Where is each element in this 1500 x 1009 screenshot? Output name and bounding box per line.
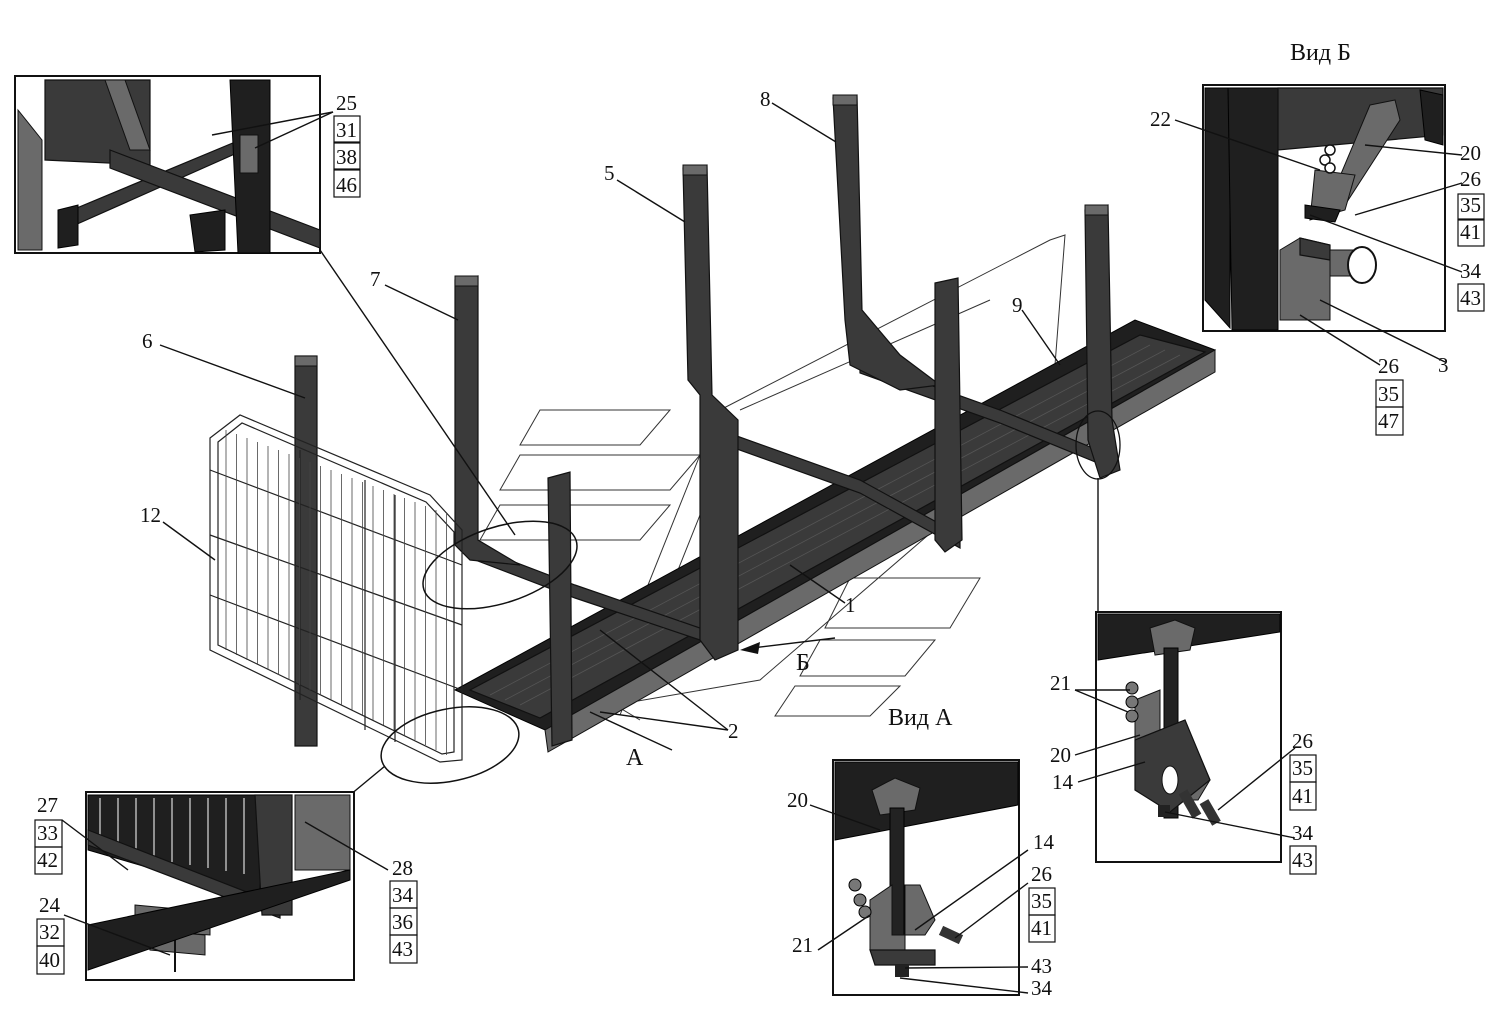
inset-bottom-left-callouts: 27 33 42 24 32 40 28 34 36 43 (34, 793, 418, 975)
callout-34: 34 (1292, 821, 1314, 845)
inset-right (1074, 611, 1296, 863)
callout-43: 43 (392, 937, 413, 961)
arrow-b-head (740, 642, 760, 654)
part-label-12: 12 (140, 503, 161, 527)
view-marker-b: Б (796, 650, 810, 676)
stake-8 (832, 94, 942, 391)
view-a-title: Вид А (888, 705, 953, 731)
link-ellipse-inset-topleft (319, 249, 516, 536)
callout-20: 20 (1460, 141, 1481, 165)
callout-14: 14 (1033, 830, 1055, 854)
detail-ellipse-lower (380, 706, 520, 784)
callout-25: 25 (336, 91, 357, 115)
part-label-1: 1 (845, 593, 856, 617)
part-label-9: 9 (1012, 293, 1023, 317)
leader-a (589, 711, 673, 751)
callout-34-upper: 34 (1460, 259, 1482, 283)
callout-26-upper: 26 (1460, 167, 1481, 191)
callout-26-lower: 26 (1378, 354, 1399, 378)
part-label-7: 7 (370, 267, 381, 291)
callout-35-upper: 35 (1460, 193, 1481, 217)
callout-40: 40 (39, 948, 60, 972)
callout-41-upper: 41 (1460, 220, 1481, 244)
callout-20: 20 (1050, 743, 1071, 767)
callout-35-lower: 35 (1378, 382, 1399, 406)
view-a-callouts: 20 21 14 26 35 41 43 34 (787, 788, 1056, 1000)
inset-bottom-left (61, 791, 389, 981)
stake-mid-right (934, 277, 963, 553)
leader-2a (599, 629, 729, 731)
stake-9 (1084, 204, 1121, 479)
callout-28: 28 (392, 856, 413, 880)
callout-14: 14 (1052, 770, 1074, 794)
callout-34: 34 (1031, 976, 1053, 1000)
leader-9 (1021, 309, 1061, 366)
callout-21: 21 (792, 933, 813, 957)
leader-b (751, 637, 836, 649)
callout-41: 41 (1292, 784, 1313, 808)
callout-38: 38 (336, 145, 357, 169)
part-label-5: 5 (604, 161, 615, 185)
callout-35: 35 (1031, 889, 1052, 913)
callout-21: 21 (1050, 671, 1071, 695)
callout-34: 34 (392, 883, 414, 907)
part-label-8: 8 (760, 87, 771, 111)
callout-24: 24 (39, 893, 61, 917)
leader-12 (162, 521, 216, 561)
callout-26: 26 (1031, 862, 1052, 886)
view-b-title: Вид Б (1290, 40, 1351, 66)
view-a-inset (809, 759, 1029, 996)
detail-ellipse-upper (422, 520, 578, 610)
stake-front-right (547, 471, 573, 747)
callout-47-lower: 47 (1378, 409, 1399, 433)
callout-43-upper: 43 (1460, 286, 1481, 310)
inset-right-callouts: 21 20 14 26 35 41 34 43 (1050, 671, 1317, 875)
inset-top-left (14, 75, 334, 254)
callout-20: 20 (787, 788, 808, 812)
inset-top-left-callouts: 25 31 38 46 (333, 91, 361, 198)
callout-43: 43 (1031, 954, 1052, 978)
part-label-6: 6 (142, 329, 153, 353)
leader-8 (771, 102, 837, 143)
view-b-callouts: 22 20 26 35 41 34 43 3 26 35 47 (1150, 107, 1485, 436)
callout-27: 27 (37, 793, 58, 817)
part-label-2: 2 (728, 719, 739, 743)
leader-5 (616, 179, 686, 223)
stake-5 (682, 164, 739, 661)
callout-32: 32 (39, 920, 60, 944)
leader-7 (384, 284, 459, 321)
callout-3: 3 (1438, 353, 1449, 377)
callout-35: 35 (1292, 756, 1313, 780)
callout-31: 31 (336, 118, 357, 142)
callout-42: 42 (37, 848, 58, 872)
stake-7 (454, 275, 521, 566)
callout-26: 26 (1292, 729, 1313, 753)
view-b-inset (1174, 84, 1463, 366)
view-marker-a: А (626, 745, 644, 771)
callout-41: 41 (1031, 916, 1052, 940)
callout-22: 22 (1150, 107, 1171, 131)
callout-36: 36 (392, 910, 413, 934)
callout-33: 33 (37, 821, 58, 845)
leader-1 (789, 564, 846, 604)
callout-43: 43 (1292, 848, 1313, 872)
leader-6 (159, 344, 306, 399)
leader-2b (599, 711, 729, 731)
protective-grille (209, 414, 463, 763)
callout-46: 46 (336, 173, 357, 197)
link-ellipse-inset-bottomleft (349, 765, 386, 796)
main-assembly (159, 94, 1217, 796)
